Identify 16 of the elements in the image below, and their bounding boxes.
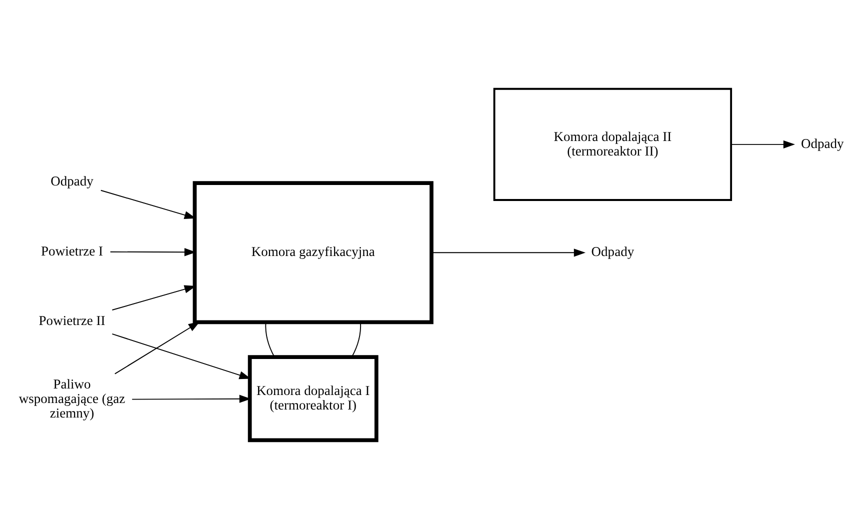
arrow [112, 332, 251, 379]
node-text: Odpady [591, 244, 634, 259]
connector [351, 321, 362, 357]
arrow [431, 248, 586, 256]
node-text: Odpady [50, 173, 94, 188]
node-text: Odpady [800, 136, 844, 151]
node-box: Komora dopalająca I (termoreaktor I) [248, 354, 378, 442]
arrow [132, 394, 251, 402]
node-box: Komora dopalająca II (termoreaktor II) [493, 87, 732, 200]
node-box: Komora gazyfikacyjna [192, 180, 434, 324]
node-text: Powietrze I [41, 242, 103, 258]
node-text: Paliwo wspomagające (gaz ziemny) [18, 376, 126, 420]
arrow [114, 321, 200, 374]
node-text: Powietrze II [38, 312, 106, 328]
connector [265, 321, 275, 357]
arrow [730, 140, 795, 148]
